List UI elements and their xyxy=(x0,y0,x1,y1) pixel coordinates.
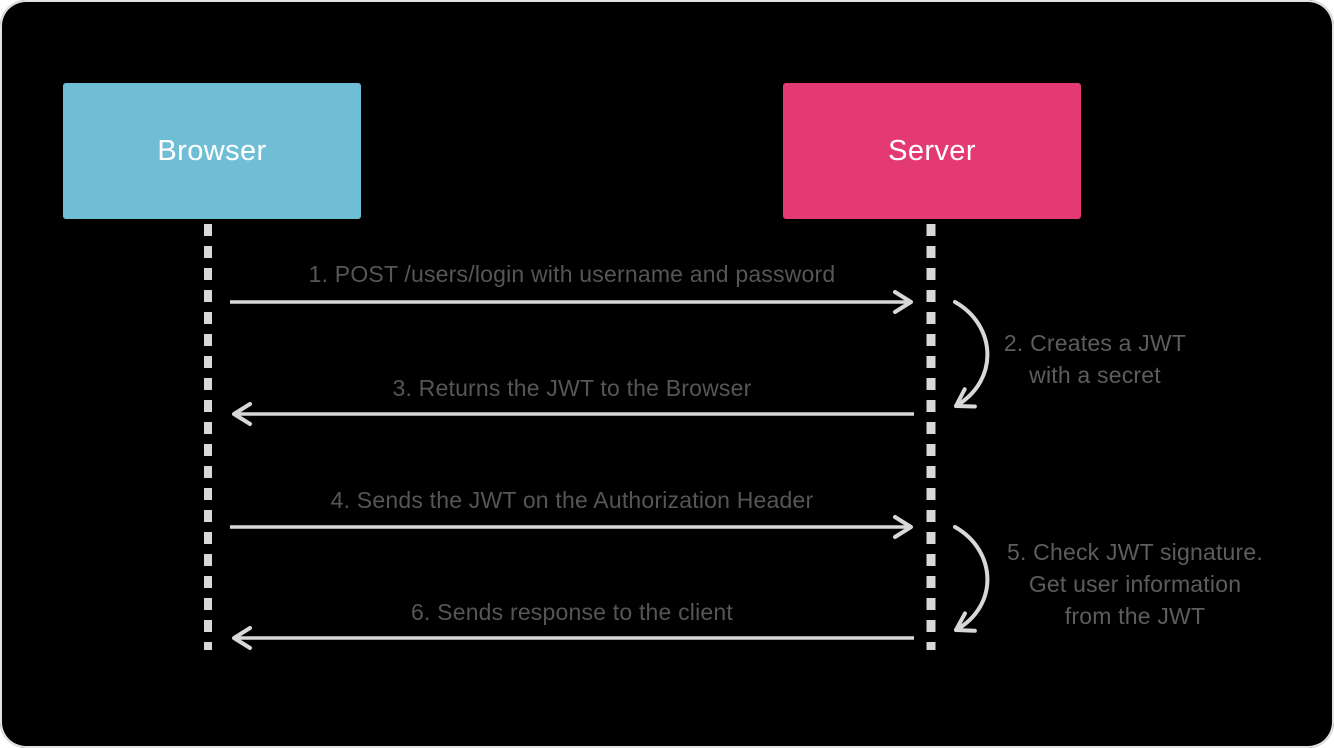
actor-box-server: Server xyxy=(783,83,1081,219)
message-5-label-line-2: Get user information xyxy=(1028,571,1242,597)
message-5-label-line-1: 5. Check JWT signature. xyxy=(1007,539,1263,565)
message-6-label: 6. Sends response to the client xyxy=(410,599,733,625)
actor-box-browser: Browser xyxy=(63,83,361,219)
message-5-label-line-3: from the JWT xyxy=(1064,603,1206,629)
actor-label-browser: Browser xyxy=(157,134,267,167)
message-5-label: 5. Check JWT signature. Get user informa… xyxy=(960,536,1310,632)
message-2-label: 2. Creates a JWT with a secret xyxy=(945,327,1245,391)
message-3-label: 3. Returns the JWT to the Browser xyxy=(392,375,752,401)
message-2-self-arrow xyxy=(953,300,990,409)
message-1-label: 1. POST /users/login with username and p… xyxy=(308,261,836,287)
message-4-label: 4. Sends the JWT on the Authorization He… xyxy=(330,487,814,513)
actor-label-server: Server xyxy=(888,134,976,167)
message-2-label-line-2: with a secret xyxy=(1029,362,1161,388)
message-5-self-arrow xyxy=(953,525,990,633)
message-2-label-line-1: 2. Creates a JWT xyxy=(1003,330,1187,356)
